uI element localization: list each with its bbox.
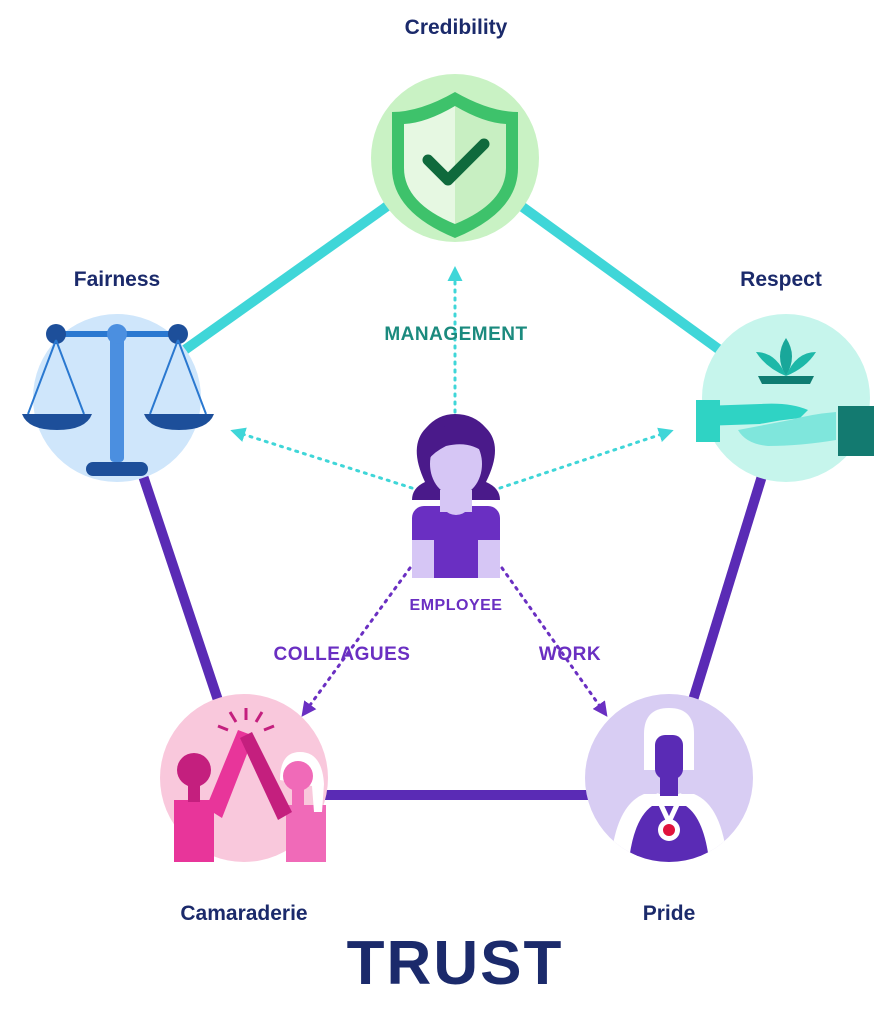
medal-person-icon bbox=[610, 708, 728, 862]
arrow-fairness bbox=[230, 427, 414, 490]
shield-check-icon bbox=[392, 92, 518, 238]
camaraderie-label: Camaraderie bbox=[180, 902, 308, 925]
arrow-colleagues bbox=[301, 566, 412, 717]
node-credibility bbox=[371, 74, 539, 242]
credibility-label: Credibility bbox=[404, 16, 508, 39]
work-label: WORK bbox=[538, 644, 602, 665]
arrow-work bbox=[500, 566, 608, 717]
fairness-label: Fairness bbox=[73, 268, 161, 291]
respect-label: Respect bbox=[740, 268, 822, 291]
hands-lotus-icon bbox=[696, 338, 874, 456]
balance-scale-icon bbox=[22, 324, 214, 476]
node-camaraderie bbox=[160, 694, 328, 862]
colleagues-label: COLLEAGUES bbox=[273, 644, 411, 665]
node-respect bbox=[696, 314, 874, 482]
management-label: MANAGEMENT bbox=[384, 324, 528, 345]
trust-title: TRUST bbox=[346, 929, 564, 998]
pride-label: Pride bbox=[642, 902, 696, 925]
employee-icon bbox=[412, 414, 500, 578]
high-five-icon bbox=[174, 708, 326, 862]
node-fairness bbox=[22, 314, 214, 482]
employee-label: EMPLOYEE bbox=[409, 597, 503, 614]
node-pride bbox=[585, 694, 753, 862]
arrow-respect bbox=[498, 427, 674, 490]
